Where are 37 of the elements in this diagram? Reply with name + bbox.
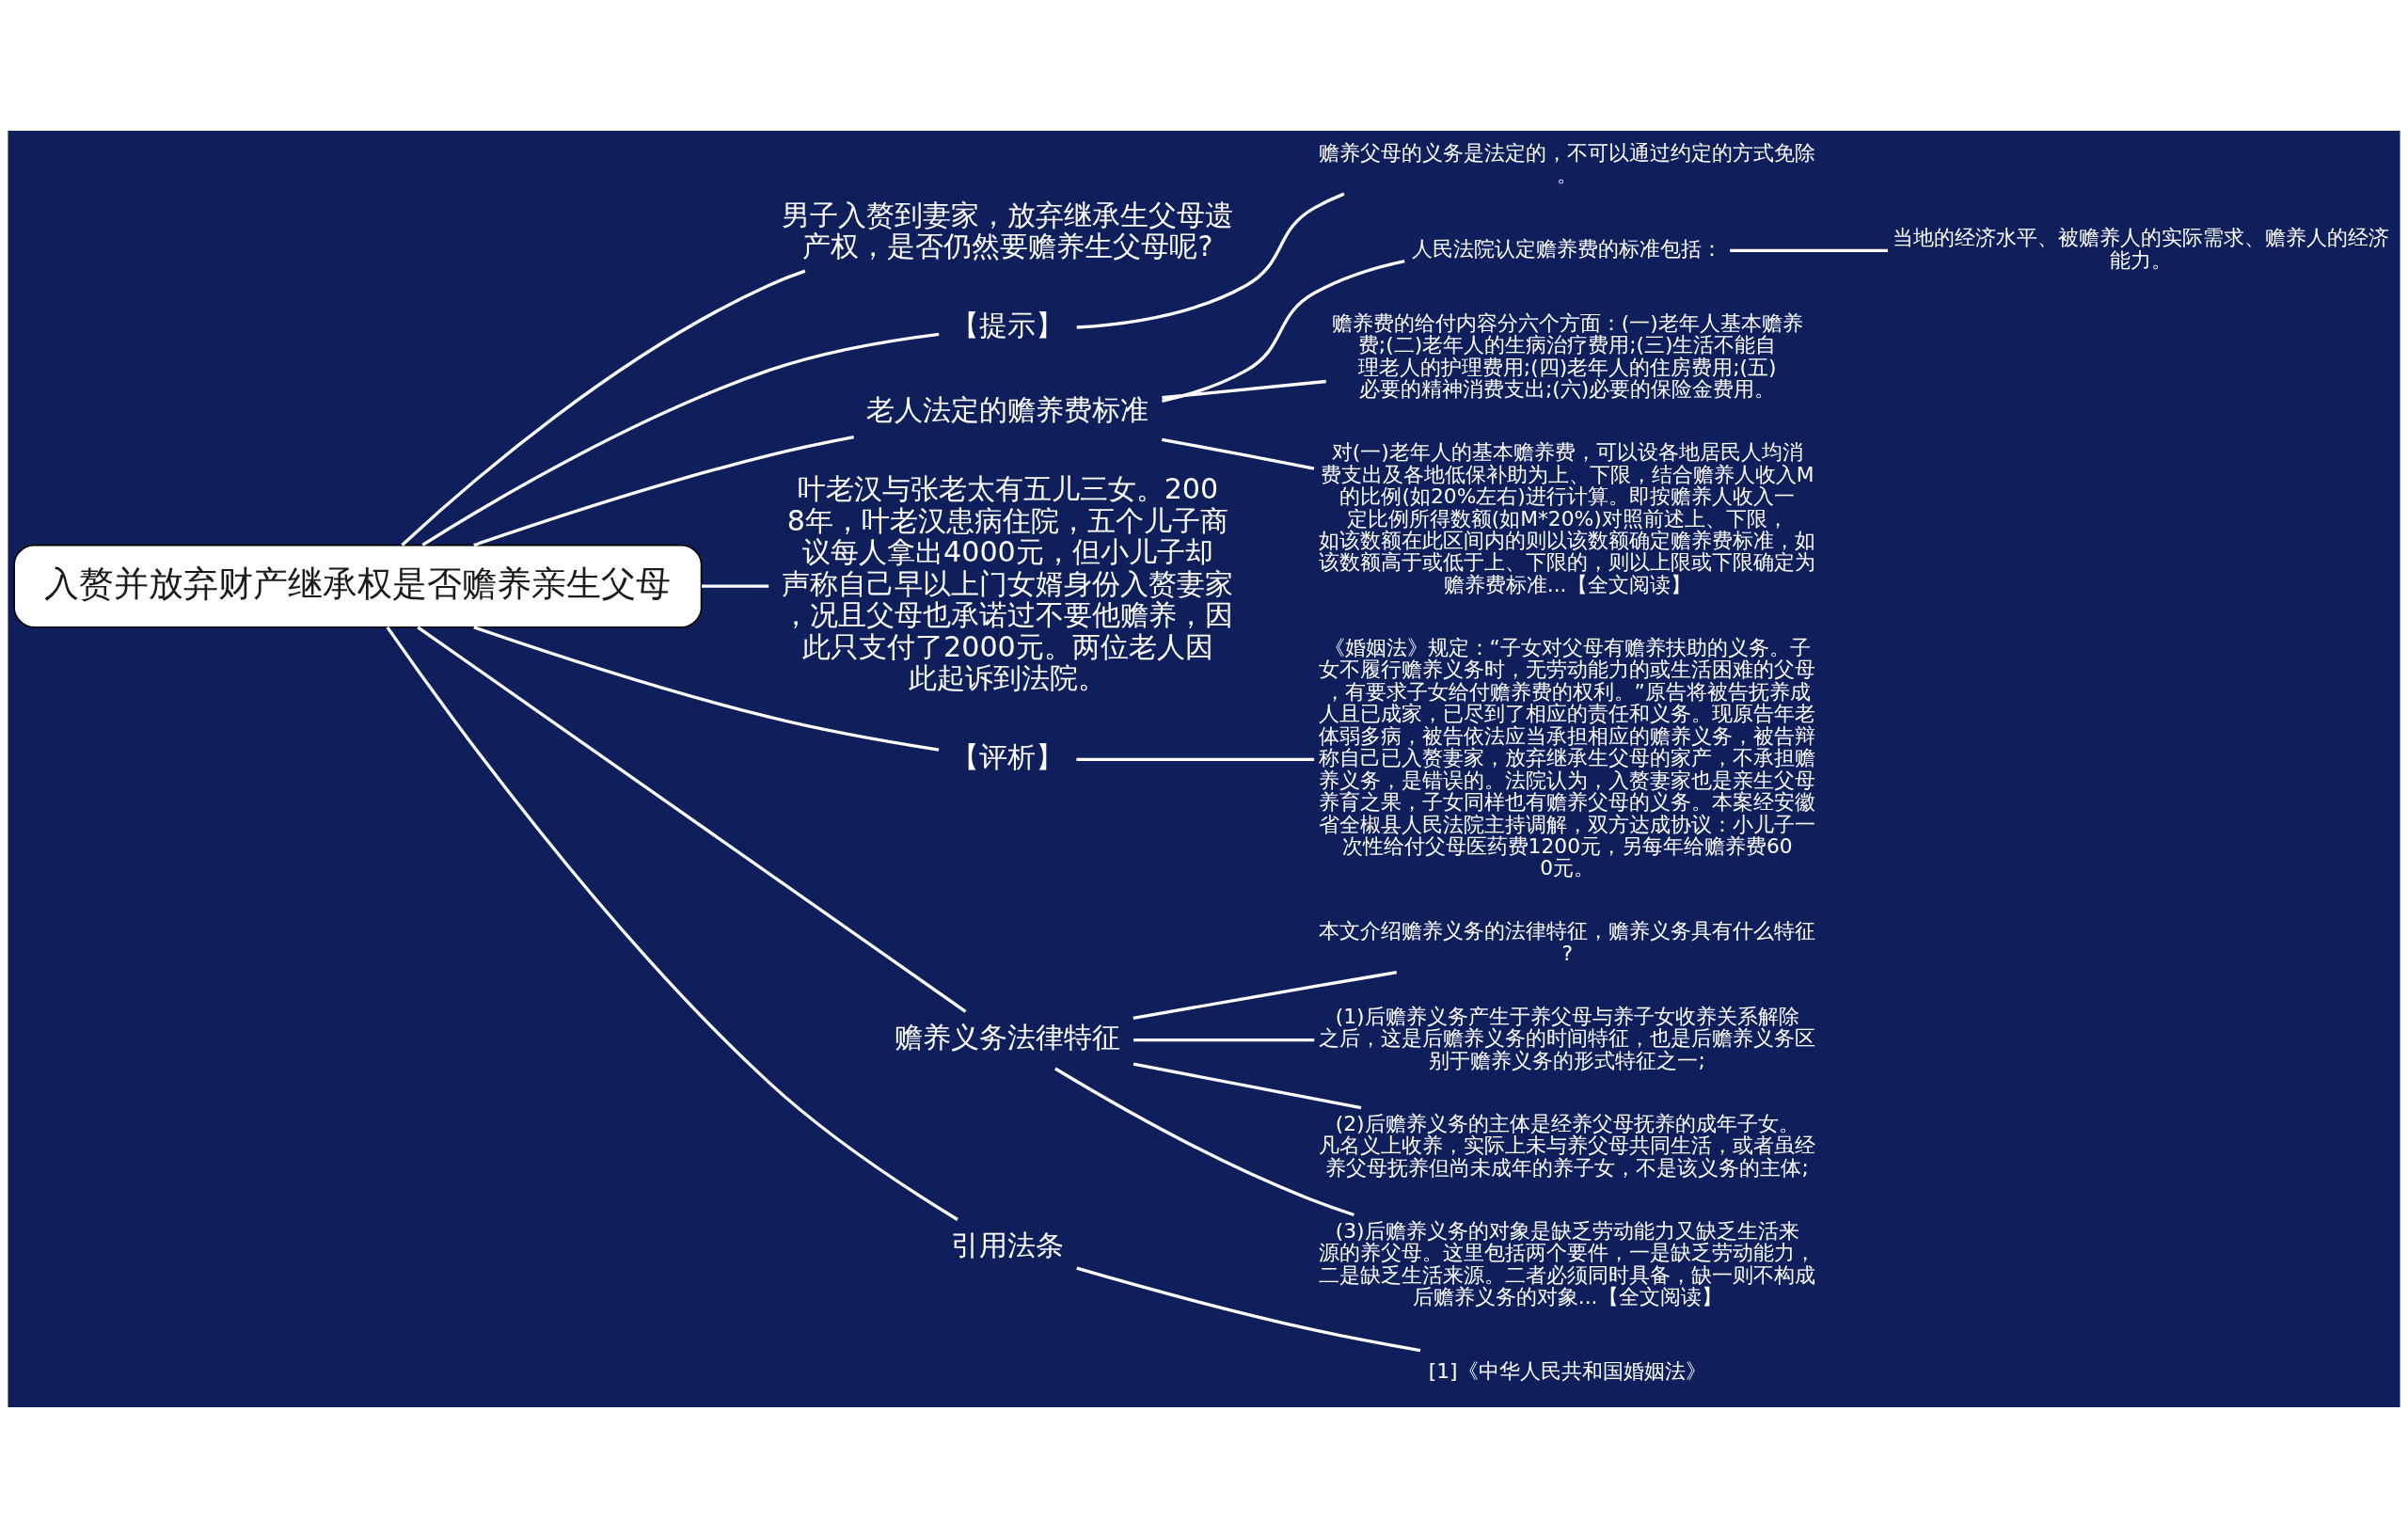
node-text: (3)后赡养义务的对象是缺乏劳动能力又缺乏生活来源的养父母。这里包括两个要件，一是缺乏劳动能力，二是缺乏生活来源。二者必须同时具备，缺一则不构成后赡养义务的对象...【全文阅读】	[1319, 1218, 1816, 1309]
node-text: 《婚姻法》规定：“子女对父母有赡养扶助的义务。子女不履行赡养义务时，无劳动能力的或生活困难的父母，有要求子女给付赡养费的权利。”原告将被告抚养成人且已成家，已尽到了相应的责任和义务。现原告年老体弱多病，被告依法应当承担相应的赡养义务，被告辩称自己已入赘妻家，放弃继承生父母的家产，不承担赡养义务，是错误的。法院认为，入赘妻家也是亲生父母养育之果，子女同样也有赡养父母的义务。本案经安徽省全椒县人民法院主持调解，双方达成协议：小儿子一次性给付父母医药费1200元，另每年给赡养费600元。	[1319, 635, 1816, 880]
node-text: 本文介绍赡养义务的法律特征，赡养义务具有什么特征?	[1319, 919, 1816, 965]
connector	[1162, 259, 1405, 403]
connector	[1076, 757, 1315, 762]
connector	[1133, 1062, 1362, 1110]
node-text: 老人法定的赡养费标准	[866, 393, 1149, 427]
node-text: 赡养父母的义务是法定的，不可以通过约定的方式免除。	[1319, 140, 1816, 187]
connector	[1133, 971, 1398, 1020]
node-text: (2)后赡养义务的主体是经养父母抚养的成年子女。凡名义上收养，实际上未与养父母共同生活，或者虽经养父母抚养但尚未成年的养子女，不是该义务的主体;	[1319, 1111, 1816, 1180]
connector	[702, 584, 769, 588]
connector	[1054, 1067, 1354, 1217]
node-text: 赡养费的给付内容分六个方面：(一)老年人基本赡养费;(二)老年人的生病治疗费用;(三)生活不能自理老人的护理费用;(四)老年人的住房费用;(五)必要的精神消费支出;(六)必要的保险金费用。	[1331, 310, 1803, 402]
node-text: [1]《中华人民共和国婚姻法》	[1428, 1358, 1706, 1383]
node-text: (1)后赡养义务产生于养父母与养子女收养关系解除之后，这是后赡养义务的时间特征，也是后赡养义务区别于赡养义务的形式特征之一;	[1319, 1004, 1816, 1072]
connector	[1162, 379, 1326, 400]
connector	[417, 626, 967, 1013]
connector	[421, 332, 940, 547]
connector	[1162, 437, 1315, 470]
node-text: 对(一)老年人的基本赡养费，可以设各地居民人均消费支出及各地低保补助为上、下限，结合赡养人收入M的比例(如20%左右)进行计算。即按赡养人收入一定比例所得数额(如M*20%)对照前述上、下限，如该数额在此区间内的则以该数额确定赡养费标准，如该数额高于或低于上、下限的，则以上限或下限确定为赡养费标准...【全文阅读】	[1319, 440, 1816, 596]
node-text: 赡养义务法律特征	[895, 1021, 1121, 1054]
connector	[386, 626, 958, 1221]
node-text: 【评析】	[951, 739, 1065, 773]
connector	[1133, 1038, 1315, 1042]
connector	[473, 626, 940, 752]
node-box: 入赘并放弃财产继承权是否赡养亲生父母	[13, 544, 703, 628]
connector	[1076, 1266, 1421, 1353]
node-text: 【提示】	[951, 308, 1065, 341]
node-text: 人民法院认定赡养费的标准包括：	[1412, 237, 1723, 262]
node-text: 男子入赘到妻家，放弃继承生父母遗产权，是否仍然要赡养生父母呢?	[782, 198, 1234, 263]
node-text: 当地的经济水平、被赡养人的实际需求、赡养人的经济能力。	[1892, 226, 2389, 272]
connector	[1076, 192, 1345, 329]
connector	[401, 269, 806, 547]
connector	[1730, 248, 1888, 252]
connector	[473, 436, 854, 547]
node-text: 引用法条	[951, 1229, 1065, 1262]
node-text: 叶老汉与张老太有五儿三女。2008年，叶老汉患病住院，五个儿子商议每人拿出4000元，但小儿子却声称自己早以上门女婿身份入赘妻家，况且父母也承诺过不要他赡养，因此只支付了2000元。两位老人因此起诉到法院。	[782, 472, 1234, 695]
